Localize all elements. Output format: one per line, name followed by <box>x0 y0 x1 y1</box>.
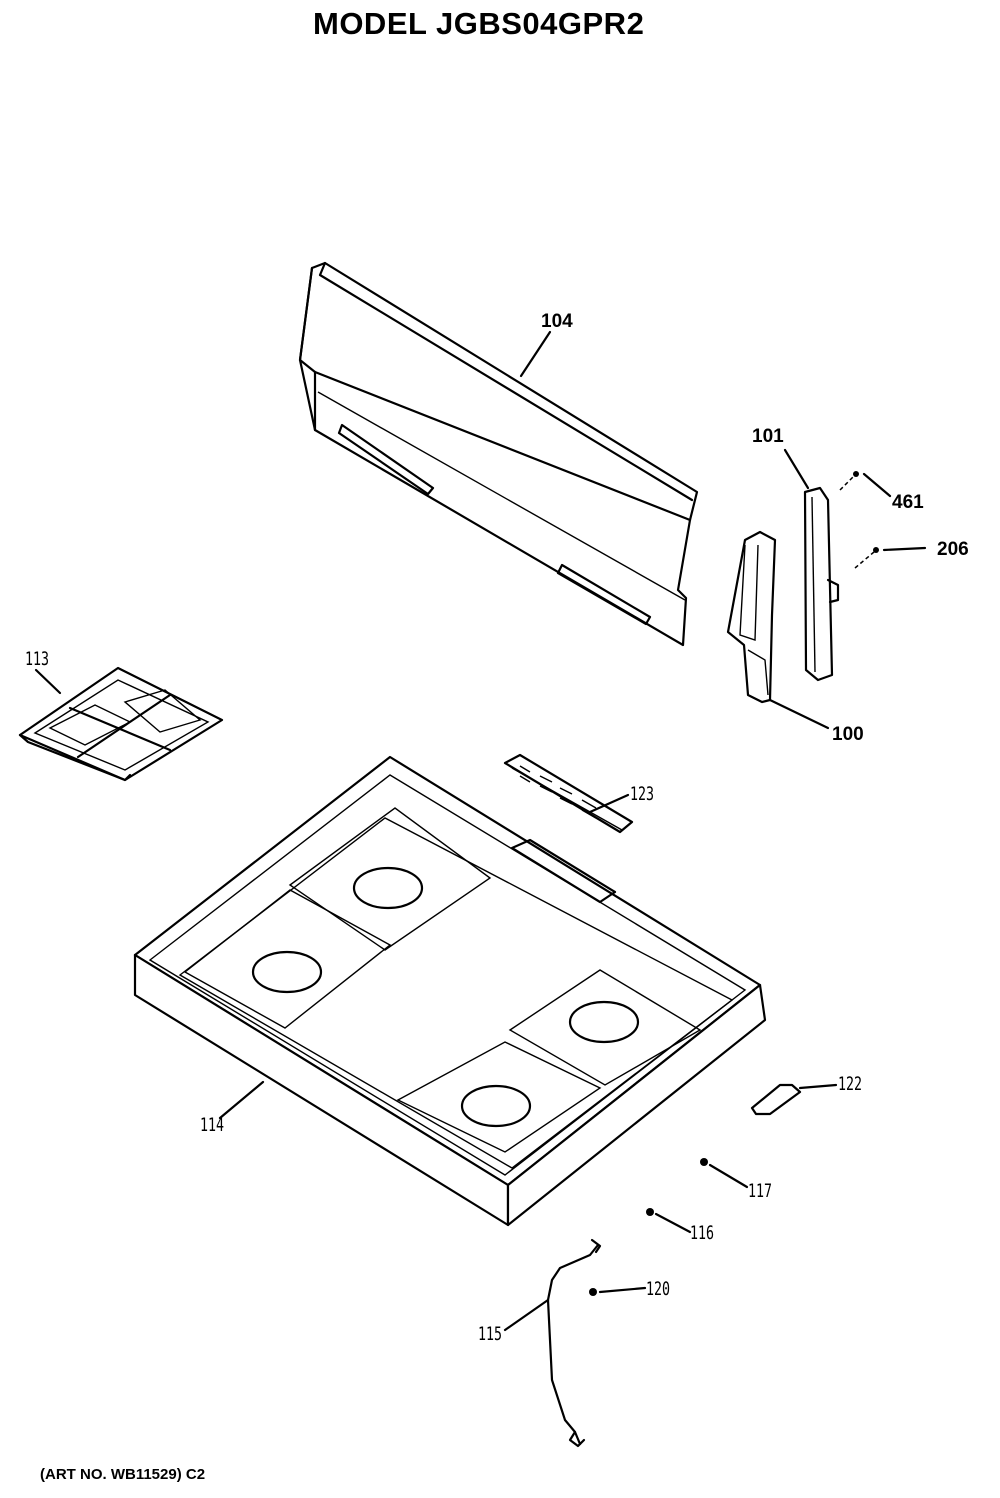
part-117-fastener[interactable] <box>700 1158 749 1189</box>
part-120-fastener[interactable] <box>589 1286 647 1296</box>
callout-115: 115 <box>478 1323 503 1345</box>
callout-104: 104 <box>541 311 573 332</box>
callout-123: 123 <box>630 783 655 805</box>
part-104-backsplash[interactable] <box>298 261 699 647</box>
part-115-gas-tube[interactable] <box>503 1238 602 1448</box>
part-123-vent-grille[interactable] <box>503 753 634 834</box>
callout-206: 206 <box>937 539 969 560</box>
callout-100: 100 <box>832 724 864 745</box>
callout-101: 101 <box>752 426 784 447</box>
callout-116: 116 <box>690 1222 715 1244</box>
part-116-fastener[interactable] <box>646 1208 692 1234</box>
callout-114: 114 <box>200 1114 225 1136</box>
callout-122: 122 <box>838 1073 863 1095</box>
callout-120: 120 <box>646 1278 671 1300</box>
part-113-burner-grate[interactable] <box>18 666 224 782</box>
part-114-cooktop[interactable] <box>133 755 767 1227</box>
callout-117: 117 <box>748 1180 773 1202</box>
part-461-screw[interactable] <box>839 471 892 498</box>
part-206-screw[interactable] <box>854 546 927 569</box>
diagram-title: MODEL JGBS04GPR2 <box>313 6 645 41</box>
callout-113: 113 <box>25 648 50 670</box>
callout-461: 461 <box>892 492 924 513</box>
part-122-igniter[interactable] <box>750 1083 838 1116</box>
part-101-bracket[interactable] <box>783 448 840 682</box>
art-number: (ART NO. WB11529) C2 <box>40 1466 206 1483</box>
part-100-end-cap[interactable] <box>726 530 830 730</box>
